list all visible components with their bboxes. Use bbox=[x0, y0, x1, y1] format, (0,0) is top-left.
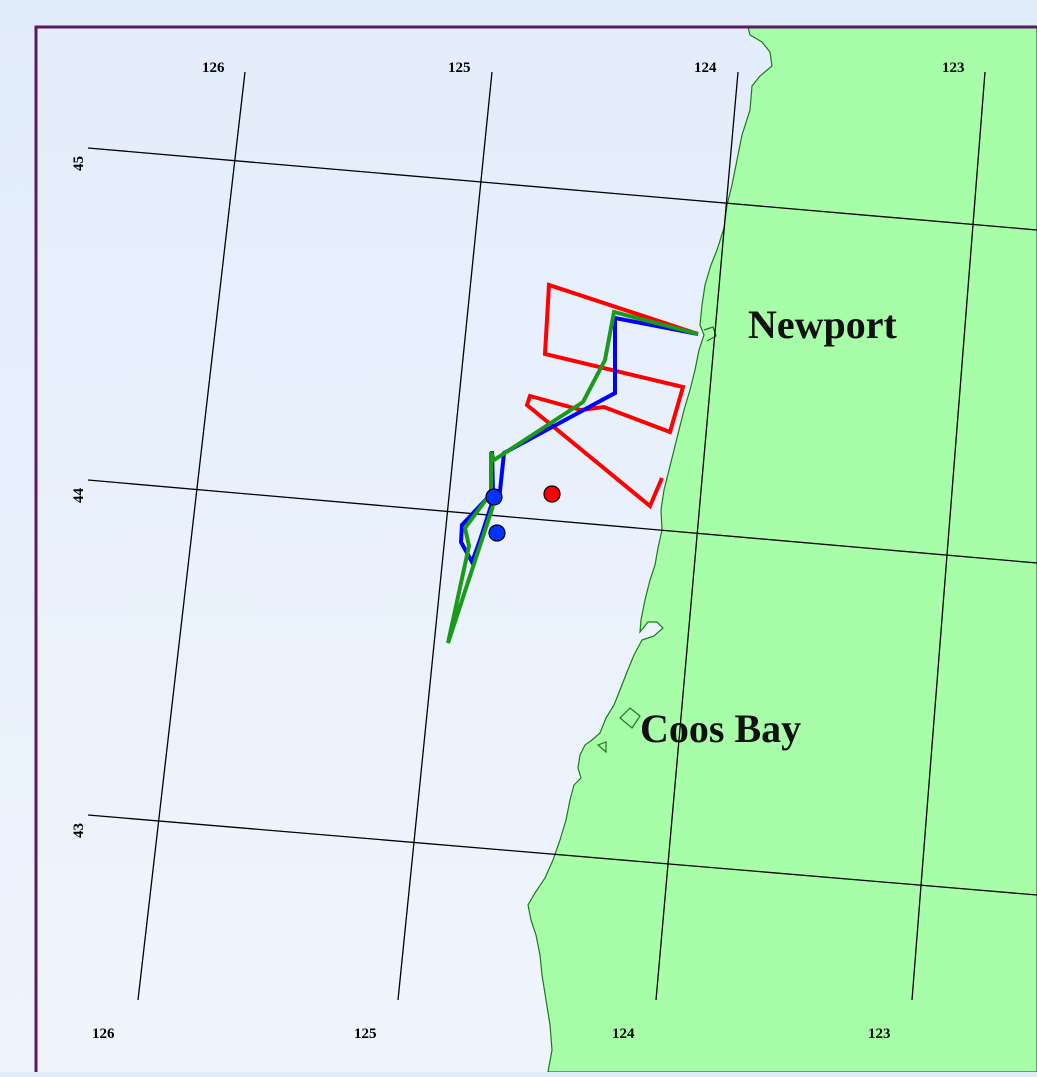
coast-lake-south bbox=[596, 741, 607, 754]
lon-label-top-123: 123 bbox=[942, 60, 965, 76]
coast-lake-coosbay bbox=[619, 707, 641, 729]
lon-label-bottom-124: 124 bbox=[612, 1026, 635, 1042]
longitude-line-125 bbox=[397, 71, 493, 1001]
place-label-newport: Newport bbox=[748, 302, 898, 347]
longitude-line-124 bbox=[655, 71, 739, 1001]
latitude-labels: 45 44 43 bbox=[71, 156, 87, 838]
latitude-line-44 bbox=[87, 479, 1037, 564]
longitude-labels-top: 126 125 124 123 bbox=[202, 60, 965, 76]
tracks bbox=[446, 282, 699, 644]
latitude-line-45 bbox=[87, 147, 1037, 231]
longitude-lines bbox=[137, 71, 986, 1001]
lon-label-top-126: 126 bbox=[202, 60, 225, 76]
track-green[interactable] bbox=[446, 309, 699, 644]
lat-label-44: 44 bbox=[71, 488, 87, 504]
longitude-line-126 bbox=[137, 71, 246, 1001]
markers bbox=[485, 485, 561, 542]
track-blue[interactable] bbox=[458, 315, 699, 567]
lon-label-bottom-125: 125 bbox=[354, 1026, 377, 1042]
latitude-line-43 bbox=[87, 814, 1037, 896]
place-label-coos-bay: Coos Bay bbox=[640, 706, 801, 751]
marker-blue-2[interactable] bbox=[488, 524, 506, 542]
lat-label-43: 43 bbox=[71, 823, 87, 838]
lon-label-bottom-123: 123 bbox=[868, 1026, 891, 1042]
track-red[interactable] bbox=[524, 282, 699, 510]
longitude-labels-bottom: 126 125 124 123 bbox=[92, 1026, 891, 1042]
land[interactable] bbox=[527, 26, 1037, 1073]
lat-label-45: 45 bbox=[71, 156, 87, 171]
lon-label-top-125: 125 bbox=[448, 60, 471, 76]
lon-label-bottom-126: 126 bbox=[92, 1026, 115, 1042]
longitude-line-123 bbox=[911, 71, 986, 1001]
lon-label-top-124: 124 bbox=[694, 60, 717, 76]
map-border bbox=[34, 25, 1037, 1077]
latitude-lines bbox=[87, 147, 1037, 896]
marker-blue-1[interactable] bbox=[485, 488, 503, 506]
marker-red[interactable] bbox=[543, 485, 561, 503]
